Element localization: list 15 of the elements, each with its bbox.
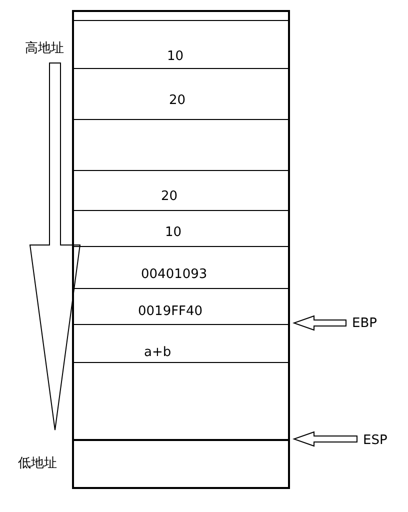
stack-value: 20 <box>169 93 186 108</box>
stack-value: 0019FF40 <box>138 304 203 319</box>
stack-value: a+b <box>144 345 172 360</box>
pointer-arrow <box>292 431 358 447</box>
register-label: ESP <box>363 433 388 448</box>
stack-frame <box>72 10 290 489</box>
pointer-arrow <box>292 315 346 331</box>
stack-value: 10 <box>167 49 184 64</box>
stack-value: 10 <box>165 225 182 240</box>
stack-value: 00401093 <box>141 267 208 282</box>
block-arrow <box>29 62 81 430</box>
stack-value: 20 <box>161 189 178 204</box>
address-label: 低地址 <box>18 455 57 472</box>
address-label: 高地址 <box>25 40 64 57</box>
register-label: EBP <box>352 316 377 331</box>
